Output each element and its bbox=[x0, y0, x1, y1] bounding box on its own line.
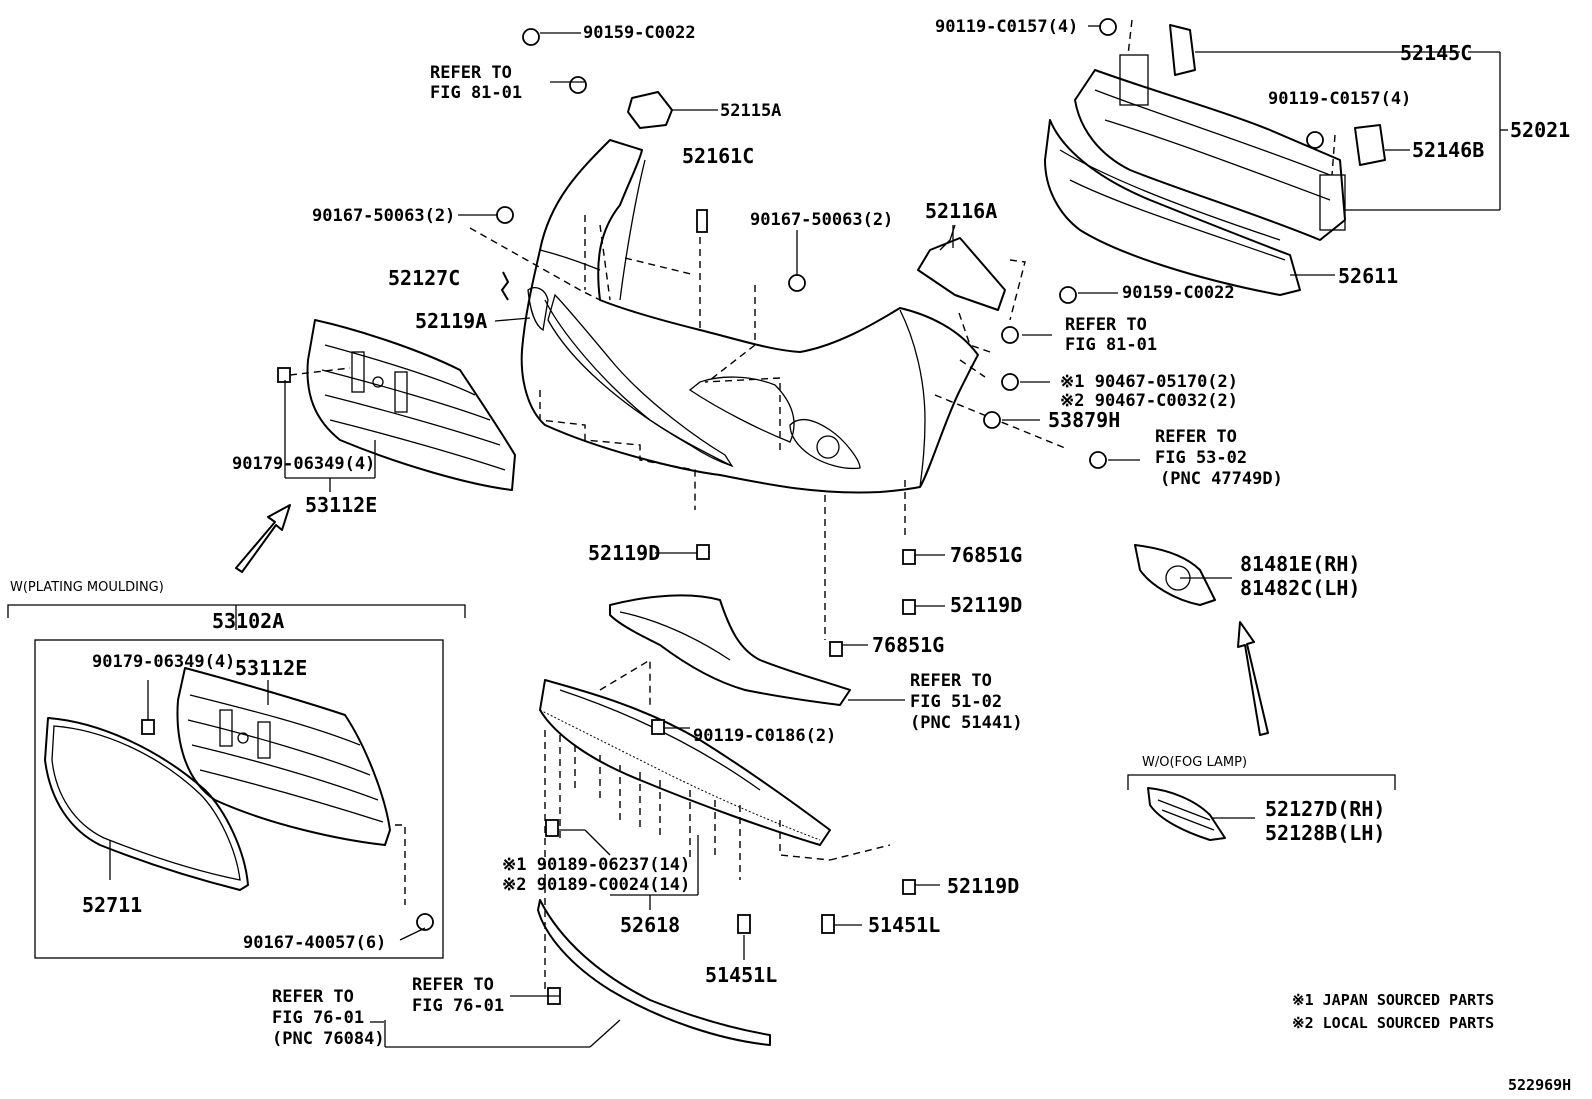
label-refer-fig53-1: REFER TO bbox=[1155, 427, 1237, 447]
label-52146B: 52146B bbox=[1412, 138, 1484, 162]
label-52711: 52711 bbox=[82, 893, 142, 917]
label-52618: 52618 bbox=[620, 913, 680, 937]
label-53112E-top: 53112E bbox=[305, 493, 377, 517]
lower-absorber-drawing bbox=[539, 658, 891, 990]
label-refer-fig76-b-1: REFER TO bbox=[412, 975, 494, 995]
label-diagram-id: 522969H bbox=[1508, 1076, 1571, 1094]
label-w-plating-moulding: W(PLATING MOULDING) bbox=[10, 580, 164, 595]
label-52127D: 52127D(RH) bbox=[1265, 797, 1385, 821]
label-52119D-right: 52119D bbox=[947, 874, 1019, 898]
label-90179-box: 90179-06349(4) bbox=[92, 652, 235, 672]
label-90167-50063-center: 90167-50063(2) bbox=[750, 210, 893, 230]
label-52021: 52021 bbox=[1510, 118, 1570, 142]
reinforcement-drawing bbox=[1044, 19, 1386, 296]
label-refer-fig81-left-2: FIG 81-01 bbox=[430, 83, 522, 103]
label-53879H: 53879H bbox=[1048, 408, 1120, 432]
label-refer-fig76-a-3: (PNC 76084) bbox=[272, 1029, 385, 1049]
label-52119D-left: 52119D bbox=[588, 541, 660, 565]
label-52161C: 52161C bbox=[682, 144, 754, 168]
label-refer-fig51-3: (PNC 51441) bbox=[910, 713, 1023, 733]
label-90189-1: ※1 90189-06237(14) bbox=[502, 855, 690, 875]
part-labels: 90159-C0022 REFER TO FIG 81-01 52115A 90… bbox=[10, 17, 1571, 1094]
label-81482C: 81482C(LH) bbox=[1240, 576, 1360, 600]
label-90159-top: 90159-C0022 bbox=[583, 23, 696, 43]
label-53112E-box: 53112E bbox=[235, 656, 307, 680]
label-refer-fig53-3: (PNC 47749D) bbox=[1160, 469, 1283, 489]
label-76851G-2: 76851G bbox=[872, 633, 944, 657]
bumper-dash-lines bbox=[469, 215, 1066, 640]
label-refer-fig53-2: FIG 53-02 bbox=[1155, 448, 1247, 468]
label-52119A: 52119A bbox=[415, 309, 487, 333]
label-51451L-mid: 51451L bbox=[705, 963, 777, 987]
label-90119-c0157-mid: 90119-C0157(4) bbox=[1268, 89, 1411, 109]
label-52127C: 52127C bbox=[388, 266, 460, 290]
label-90119-c0186: 90119-C0186(2) bbox=[693, 726, 836, 746]
label-90189-2: ※2 90189-C0024(14) bbox=[502, 875, 690, 895]
grille-upper-drawing bbox=[277, 319, 516, 491]
label-refer-fig81-right-2: FIG 81-01 bbox=[1065, 335, 1157, 355]
leader-lines bbox=[109, 25, 1508, 1048]
label-refer-fig81-right-1: REFER TO bbox=[1065, 315, 1147, 335]
label-note-local: ※2 LOCAL SOURCED PARTS bbox=[1292, 1014, 1494, 1032]
label-51451L-right: 51451L bbox=[868, 913, 940, 937]
label-refer-fig81-left-1: REFER TO bbox=[430, 63, 512, 83]
label-52128B: 52128B(LH) bbox=[1265, 821, 1385, 845]
fog-cover-drawing bbox=[1134, 544, 1216, 606]
label-refer-fig51-1: REFER TO bbox=[910, 671, 992, 691]
label-90119-c0157-top: 90119-C0157(4) bbox=[935, 17, 1078, 37]
fog-blank-drawing bbox=[1147, 787, 1226, 841]
label-note-japan: ※1 JAPAN SOURCED PARTS bbox=[1292, 991, 1494, 1009]
label-52115A: 52115A bbox=[720, 101, 781, 121]
label-90167-50063-left: 90167-50063(2) bbox=[312, 206, 455, 226]
lower-moulding-drawing bbox=[537, 899, 771, 1046]
label-90159-right: 90159-C0022 bbox=[1122, 283, 1235, 303]
bumper-cover-drawing bbox=[520, 139, 979, 494]
label-76851G-1: 76851G bbox=[950, 543, 1022, 567]
label-refer-fig51-2: FIG 51-02 bbox=[910, 692, 1002, 712]
arrows bbox=[235, 504, 1269, 736]
label-90467-2: ※2 90467-C0032(2) bbox=[1060, 391, 1238, 411]
label-90179-top: 90179-06349(4) bbox=[232, 454, 375, 474]
label-52119D-mid: 52119D bbox=[950, 593, 1022, 617]
label-wo-fog-lamp: W/O(FOG LAMP) bbox=[1142, 755, 1247, 770]
label-refer-fig76-b-2: FIG 76-01 bbox=[412, 996, 504, 1016]
label-90467-1: ※1 90467-05170(2) bbox=[1060, 372, 1238, 392]
label-81481E: 81481E(RH) bbox=[1240, 552, 1360, 576]
fasteners bbox=[416, 18, 1324, 1005]
label-refer-fig76-a-2: FIG 76-01 bbox=[272, 1008, 364, 1028]
under-cover-drawing bbox=[609, 594, 851, 706]
label-refer-fig76-a-1: REFER TO bbox=[272, 987, 354, 1007]
label-53102A: 53102A bbox=[212, 609, 284, 633]
label-52145C: 52145C bbox=[1400, 41, 1472, 65]
label-90167-40057: 90167-40057(6) bbox=[243, 933, 386, 953]
label-52611: 52611 bbox=[1338, 264, 1398, 288]
label-52116A: 52116A bbox=[925, 199, 997, 223]
section-frames bbox=[7, 604, 1396, 959]
grille-box-drawing bbox=[44, 667, 406, 905]
